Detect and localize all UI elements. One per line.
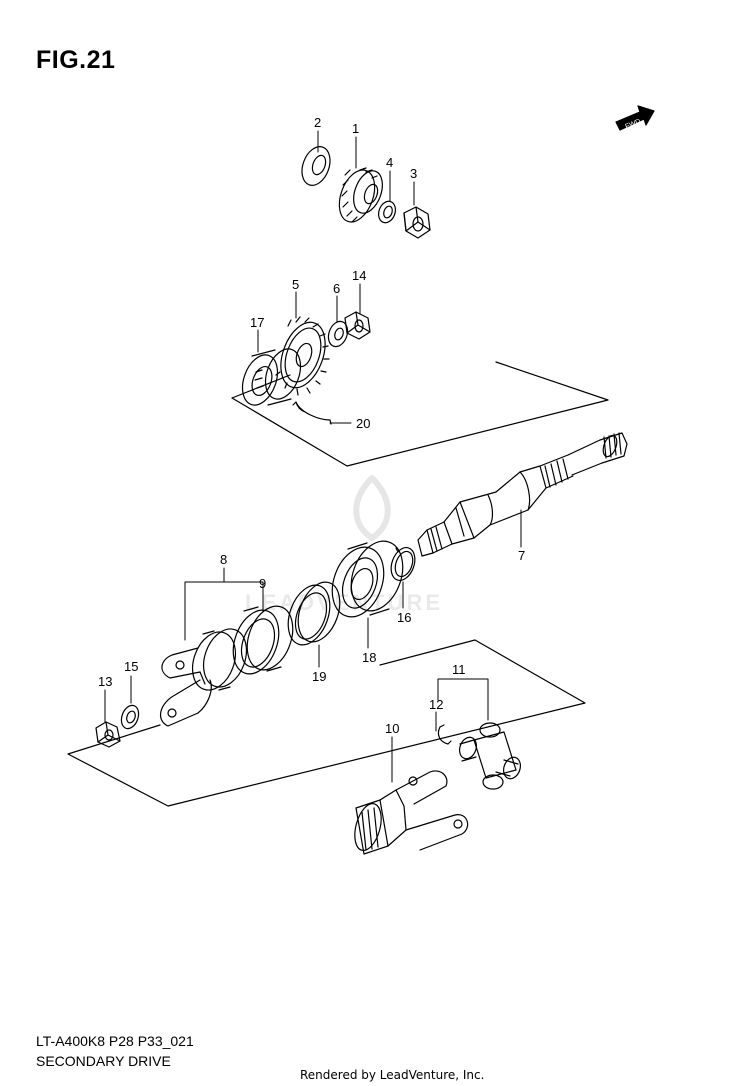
callout-7: 7	[518, 548, 525, 563]
callout-18: 18	[362, 650, 376, 665]
callout-9: 9	[259, 576, 266, 591]
part-bearing-18	[331, 540, 404, 618]
part-yoke-8	[159, 628, 248, 727]
part-universal-joint-11	[458, 722, 522, 790]
part-circlip-12	[437, 724, 452, 745]
callout-10: 10	[385, 721, 399, 736]
callout-5: 5	[292, 277, 299, 292]
callout-8: 8	[220, 552, 227, 567]
callout-16: 16	[397, 610, 411, 625]
callout-2: 2	[314, 115, 321, 130]
watermark-text: LEADVENTURE	[245, 590, 443, 615]
callout-1: 1	[352, 121, 359, 136]
callout-11: 11	[452, 662, 466, 677]
watermark: LEADVENTURE	[245, 475, 443, 615]
part-nut-13	[95, 721, 121, 748]
callout-15: 15	[124, 659, 138, 674]
section-name: SECONDARY DRIVE	[36, 1053, 171, 1069]
callout-20: 20	[356, 416, 370, 431]
callouts: 2 1 4 3 5 6 14 17 20 7 8 9 16 18 19 15 1…	[98, 115, 525, 736]
callout-14: 14	[352, 268, 366, 283]
watermark-flame-icon	[353, 475, 391, 541]
fwd-arrow-icon: FWD	[615, 105, 655, 131]
part-nut-14	[344, 311, 371, 340]
figure-title: FIG.21	[36, 46, 116, 74]
leader-lines	[104, 130, 522, 783]
callout-19: 19	[312, 669, 326, 684]
part-drive-shaft-7	[417, 432, 628, 557]
callout-4: 4	[386, 155, 393, 170]
part-sprocket-5	[275, 316, 330, 396]
model-code: LT-A400K8 P28 P33_021	[36, 1033, 194, 1049]
part-circlip-16	[390, 546, 416, 582]
callout-17: 17	[250, 315, 264, 330]
part-bevel-gear-1	[338, 167, 383, 223]
part-yoke-10	[354, 770, 469, 855]
part-circlip-20	[292, 401, 332, 425]
part-nut-3	[403, 206, 431, 239]
part-washer-15	[120, 704, 140, 730]
part-washer-6	[327, 320, 349, 348]
part-seal-19	[287, 581, 341, 646]
part-washer-2	[301, 146, 331, 186]
yoke-group-frame	[67, 639, 586, 807]
callout-12: 12	[429, 697, 443, 712]
part-oil-seal-9	[232, 605, 294, 675]
part-washer-4	[377, 200, 397, 224]
callout-6: 6	[333, 281, 340, 296]
callout-3: 3	[410, 166, 417, 181]
part-bearing-17	[241, 348, 302, 406]
callout-13: 13	[98, 674, 112, 689]
render-credit: Rendered by LeadVenture, Inc.	[300, 1068, 485, 1082]
